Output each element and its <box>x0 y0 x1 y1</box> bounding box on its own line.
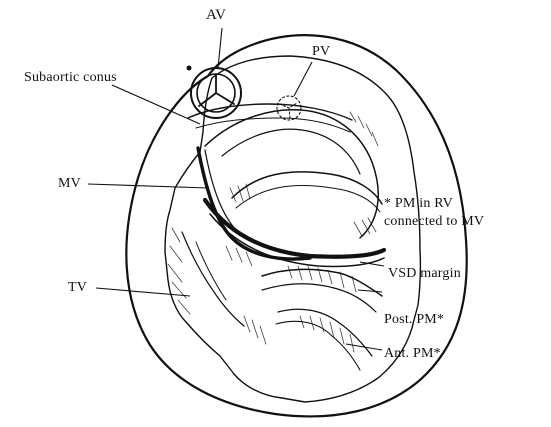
label-tv: TV <box>68 280 87 295</box>
label-mv: MV <box>58 176 81 191</box>
label-post-pm: Post. PM* <box>384 312 444 327</box>
vsd-margin-band <box>205 200 384 257</box>
leader-post-pm <box>358 290 382 292</box>
label-connected-to-mv: connected to MV <box>384 214 484 229</box>
label-subaortic-conus: Subaortic conus <box>24 70 117 85</box>
label-av: AV <box>206 8 226 23</box>
pm-rv-shelf <box>232 172 382 204</box>
leader-subaortic-conus <box>112 85 200 124</box>
leader-pv <box>294 62 312 96</box>
label-pv: PV <box>312 44 330 59</box>
leader-ant-pm <box>346 344 382 350</box>
label-pm-in-rv: * PM in RV <box>384 196 453 211</box>
ant-pm-band <box>278 309 372 356</box>
leader-tv <box>96 288 190 296</box>
label-ant-pm: Ant. PM* <box>384 346 441 361</box>
post-pm-band <box>262 269 382 296</box>
leader-mv <box>88 184 208 188</box>
label-vsd-margin: VSD margin <box>388 266 461 281</box>
